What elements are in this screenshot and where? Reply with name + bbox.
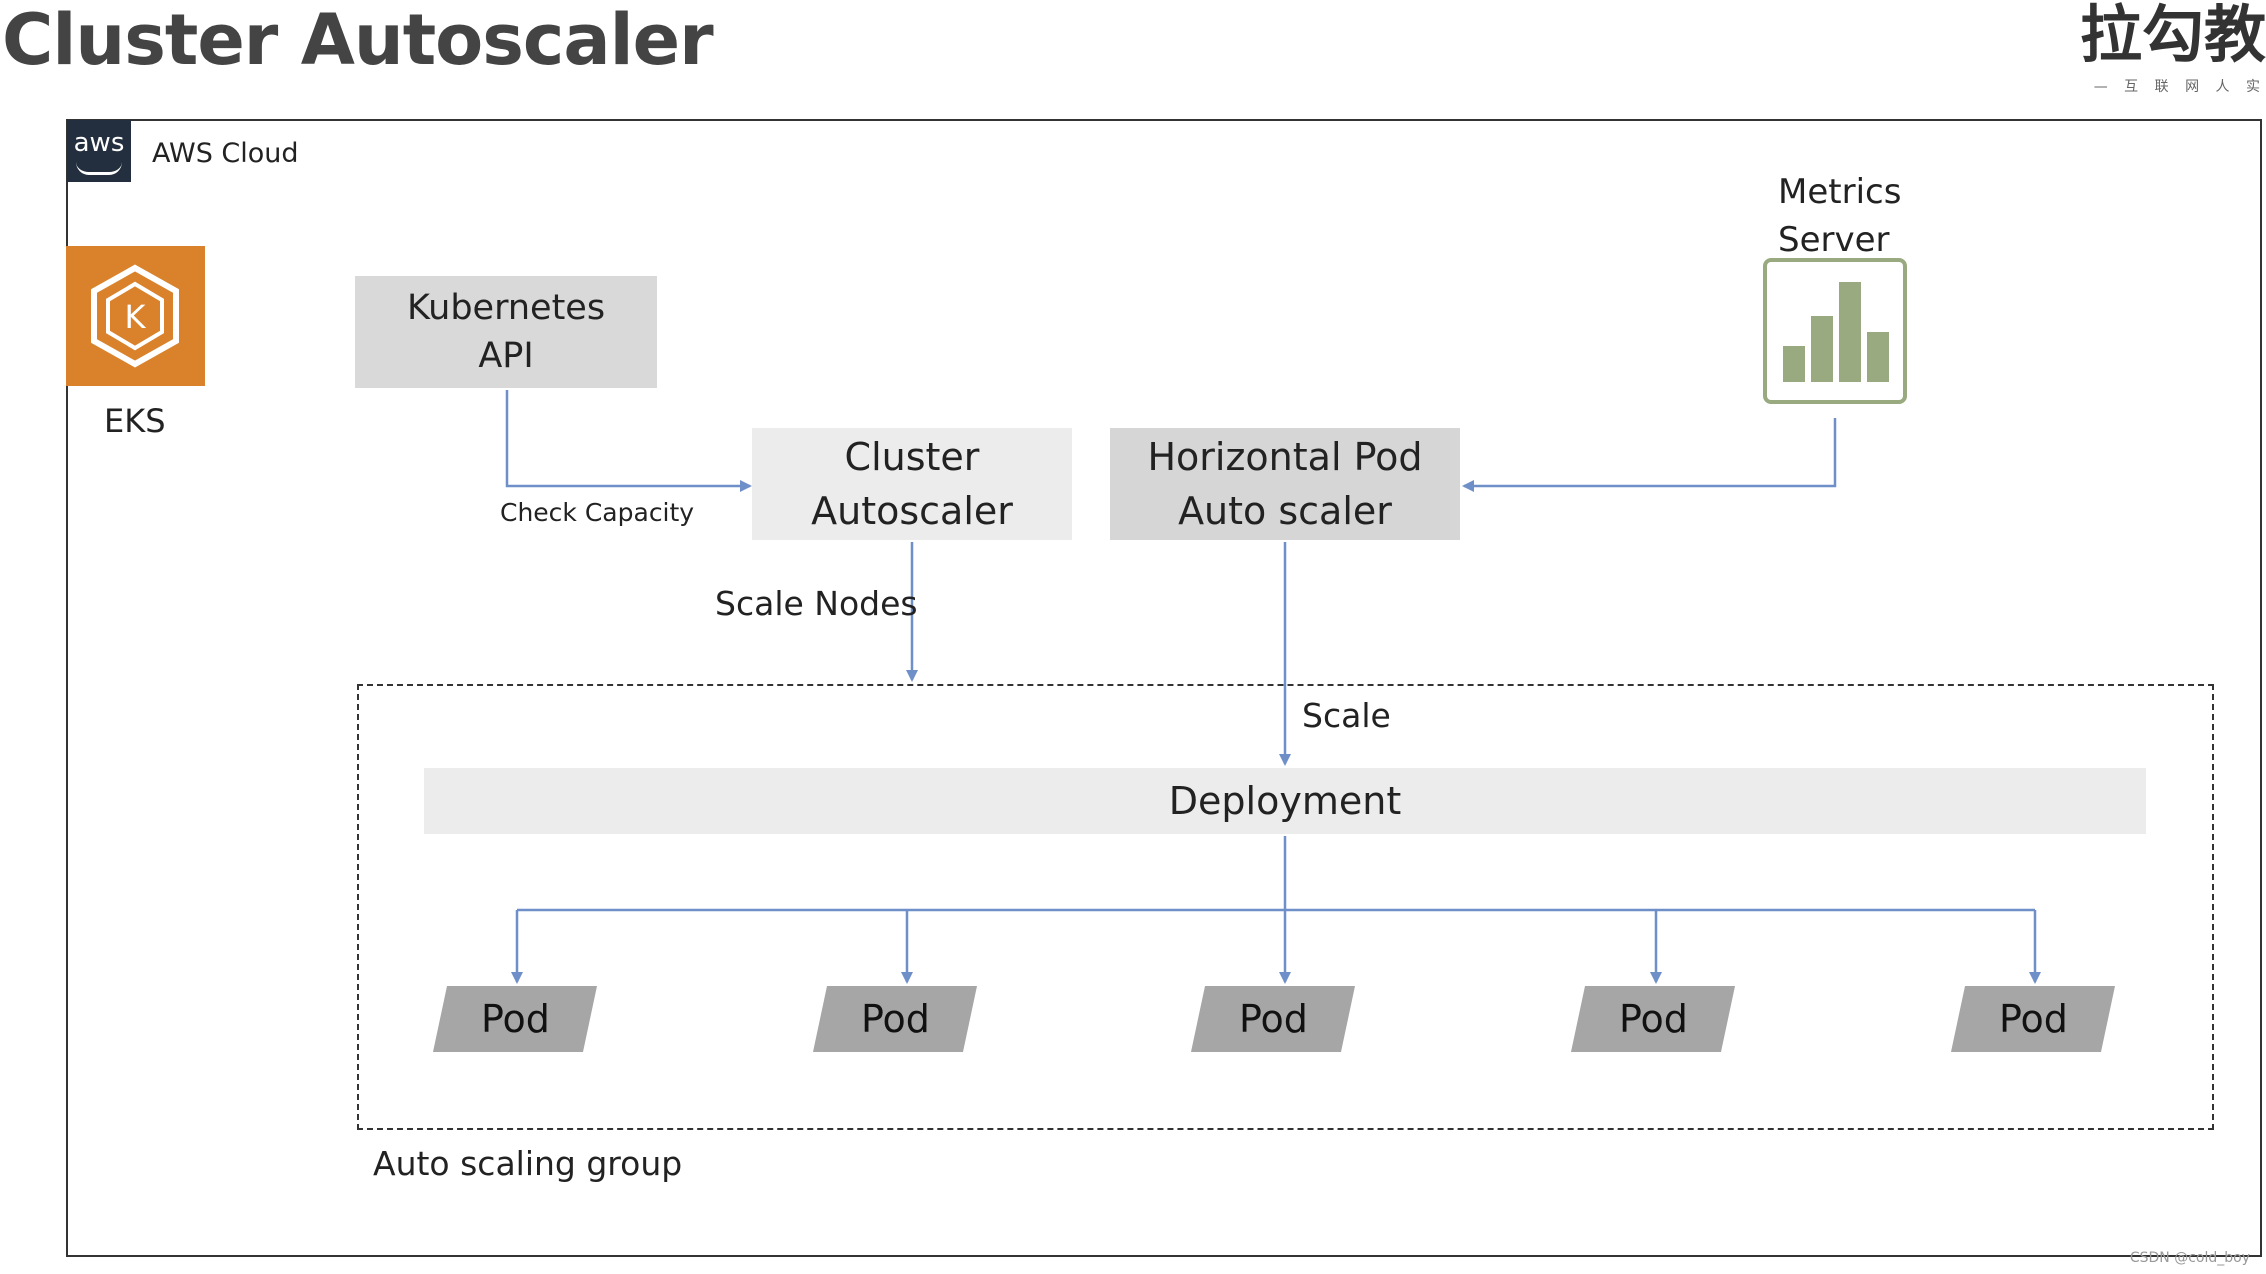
aws-logo-icon: aws bbox=[67, 120, 131, 182]
edge-check-capacity bbox=[505, 390, 752, 492]
pod-label: Pod bbox=[1238, 997, 1308, 1041]
horizontal-pod-autoscaler-node: Horizontal Pod Auto scaler bbox=[1110, 428, 1460, 540]
kubernetes-api-node: Kubernetes API bbox=[355, 276, 657, 388]
pod-node: Pod bbox=[1190, 986, 1356, 1052]
eks-icon: K bbox=[66, 246, 205, 386]
pod-label: Pod bbox=[1998, 997, 2068, 1041]
auto-scaling-group-label: Auto scaling group bbox=[373, 1144, 683, 1183]
page-title: Cluster Autoscaler bbox=[2, 0, 714, 81]
pod-label: Pod bbox=[480, 997, 550, 1041]
cluster-autoscaler-node: Cluster Autoscaler bbox=[752, 428, 1072, 540]
brand-logo-subtitle: — 互 联 网 人 实 bbox=[2093, 79, 2266, 95]
brand-logo: 拉勾教 bbox=[2079, 0, 2266, 71]
pod-label: Pod bbox=[860, 997, 930, 1041]
aws-cloud-label: AWS Cloud bbox=[152, 138, 299, 169]
pod-node: Pod bbox=[432, 986, 598, 1052]
edge-metrics-to-hpa bbox=[1462, 418, 1837, 492]
edge-label-scale: Scale bbox=[1302, 696, 1391, 735]
auto-scaling-group-boundary bbox=[357, 684, 2214, 1130]
bar-chart-icon bbox=[1763, 258, 1907, 404]
kubernetes-icon: K bbox=[91, 264, 179, 368]
metrics-server-label: Metrics Server bbox=[1778, 172, 1902, 260]
aws-cloud-boundary bbox=[66, 119, 2262, 1257]
edge-label-scale-nodes: Scale Nodes bbox=[715, 584, 918, 623]
svg-text:K: K bbox=[125, 298, 147, 336]
watermark: CSDN @cold_boy bbox=[2129, 1250, 2250, 1266]
eks-label: EKS bbox=[104, 402, 166, 440]
aws-smile-mark bbox=[76, 162, 122, 175]
pod-node: Pod bbox=[1570, 986, 1736, 1052]
pod-node: Pod bbox=[812, 986, 978, 1052]
pod-label: Pod bbox=[1618, 997, 1688, 1041]
pod-node: Pod bbox=[1950, 986, 2116, 1052]
deployment-node: Deployment bbox=[424, 768, 2146, 834]
edge-label-check-capacity: Check Capacity bbox=[500, 498, 695, 527]
